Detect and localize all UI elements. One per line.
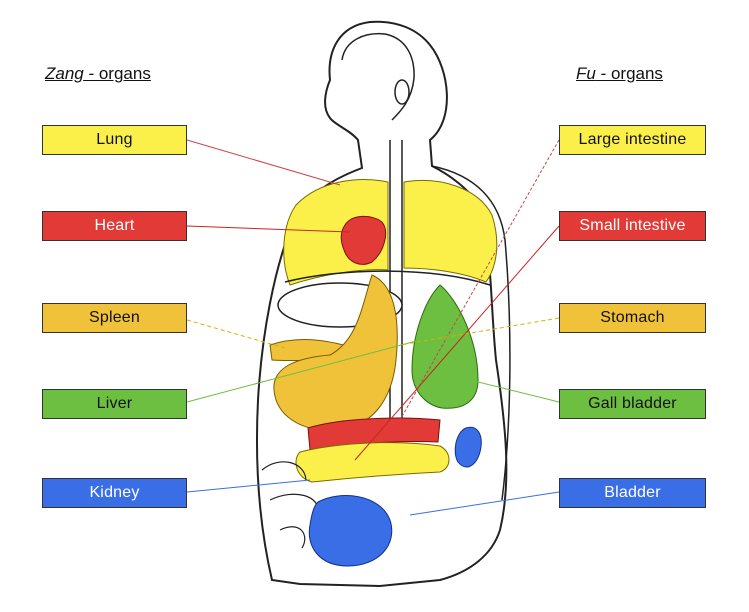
back-contour	[431, 165, 511, 501]
label-lung-text: Lung	[96, 131, 133, 148]
zang-heading-rest: - organs	[83, 64, 151, 83]
label-large-intestine-text: Large intestine	[578, 131, 687, 148]
zang-heading-italic: Zang	[45, 64, 84, 83]
leader-line-small-intestine	[354, 225, 560, 461]
liver-shape	[411, 284, 479, 409]
label-bladder-text: Bladder	[604, 484, 661, 501]
leader-line-gall-bladder	[469, 379, 560, 403]
kidney-shape	[454, 426, 482, 468]
label-large-intestine: Large intestine	[559, 125, 706, 155]
label-heart-text: Heart	[94, 217, 135, 234]
leader-line-liver	[186, 339, 421, 403]
lung-shape-right	[403, 179, 498, 283]
label-kidney: Kidney	[42, 478, 187, 508]
label-small-intestine: Small intestive	[559, 211, 706, 241]
label-stomach-text: Stomach	[600, 309, 665, 326]
label-bladder: Bladder	[559, 478, 706, 508]
label-spleen: Spleen	[42, 303, 187, 333]
bladder-shape	[308, 495, 393, 567]
head-contour	[341, 32, 415, 121]
label-gall-bladder: Gall bladder	[559, 389, 706, 419]
label-liver-text: Liver	[96, 395, 133, 412]
leader-line-heart	[186, 225, 351, 233]
label-stomach: Stomach	[559, 303, 706, 333]
leader-line-kidney	[186, 479, 311, 493]
leader-line-spleen	[186, 319, 286, 349]
fu-heading-italic: Fu	[576, 64, 596, 83]
fu-heading-rest: - organs	[595, 64, 663, 83]
heart-shape	[340, 215, 387, 265]
leader-line-stomach	[399, 317, 560, 346]
diaphragm-line	[284, 270, 491, 286]
label-liver: Liver	[42, 389, 187, 419]
label-spleen-text: Spleen	[88, 309, 141, 326]
fu-organs-heading: Fu - organs	[576, 64, 663, 84]
leader-line-bladder	[409, 491, 560, 516]
leader-line-lung	[186, 139, 341, 186]
leader-line-large-intestine	[399, 139, 560, 421]
ear-shape	[394, 79, 410, 105]
label-gall-bladder-text: Gall bladder	[588, 395, 677, 412]
label-small-intestine-text: Small intestive	[579, 217, 686, 234]
label-lung: Lung	[42, 125, 187, 155]
label-kidney-text: Kidney	[89, 484, 140, 501]
label-heart: Heart	[42, 211, 187, 241]
zang-organs-heading: Zang - organs	[45, 64, 151, 84]
stomach-shape	[273, 274, 398, 431]
